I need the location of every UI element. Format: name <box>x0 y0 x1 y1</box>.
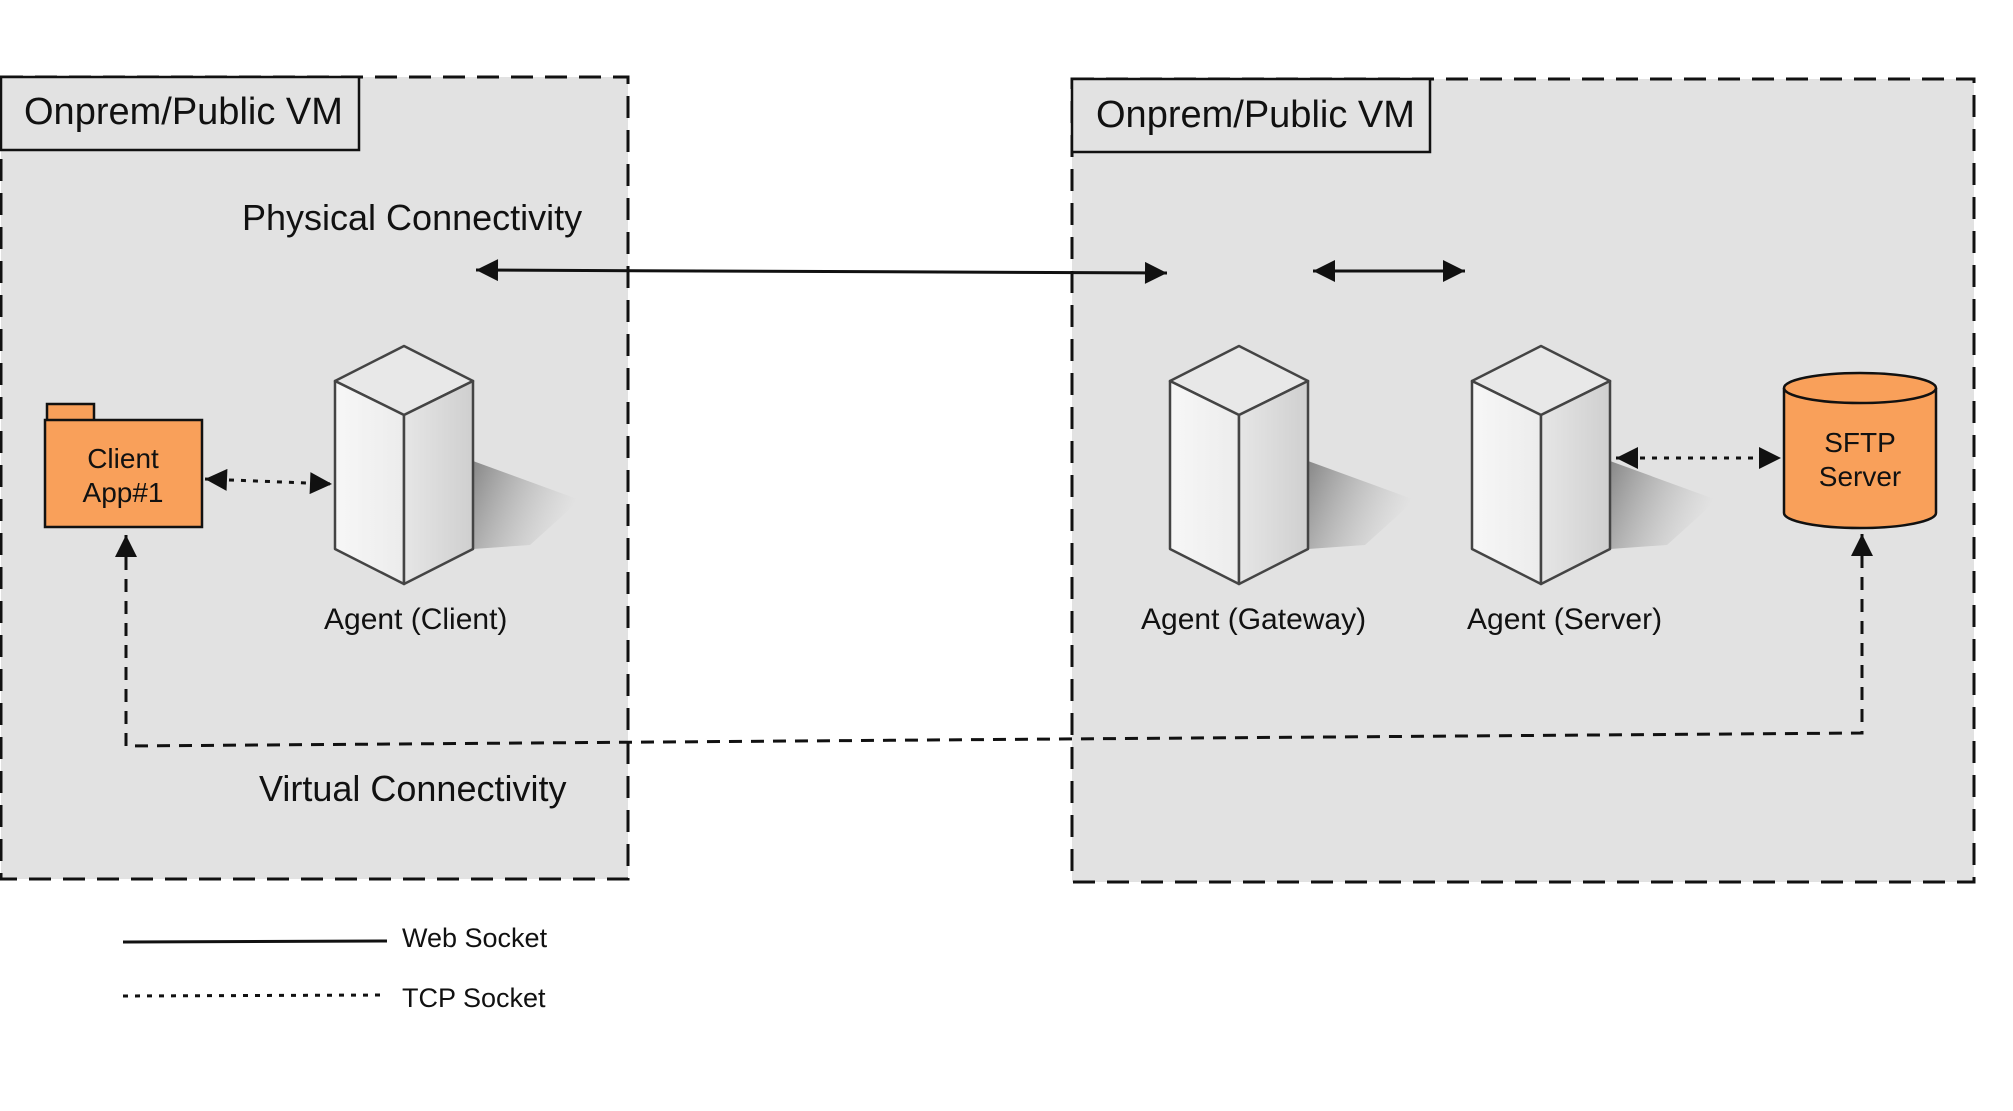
legend-web-socket-label: Web Socket <box>402 923 548 953</box>
agent-server-label: Agent (Server) <box>1467 603 1663 636</box>
right-vm-title: Onprem/Public VM <box>1096 94 1415 136</box>
legend-tcp-socket-label: TCP Socket <box>402 983 546 1013</box>
client-app-package-icon <box>43 402 204 529</box>
legend-web-socket-line <box>122 939 388 944</box>
left-vm-title: Onprem/Public VM <box>24 91 343 133</box>
legend-tcp-socket-line <box>122 993 386 998</box>
agent-gateway-label: Agent (Gateway) <box>1141 603 1367 636</box>
client-app-label: Client App#1 <box>82 443 164 508</box>
agent-client-label: Agent (Client) <box>324 603 508 636</box>
client-agent-tcp-arrow <box>204 468 333 495</box>
agent-client-server-icon <box>333 344 580 586</box>
virtual-connectivity-label: Virtual Connectivity <box>259 768 567 809</box>
agent-server-server-icon <box>1470 344 1717 586</box>
physical-link-arrow <box>475 259 1168 284</box>
agent-gateway-server-icon <box>1168 344 1415 586</box>
sftp-server-label: SFTP Server <box>1818 427 1902 492</box>
physical-connectivity-label: Physical Connectivity <box>242 197 583 238</box>
sftp-server-database-icon <box>1782 371 1938 530</box>
virtual-connectivity-path <box>115 534 1873 748</box>
